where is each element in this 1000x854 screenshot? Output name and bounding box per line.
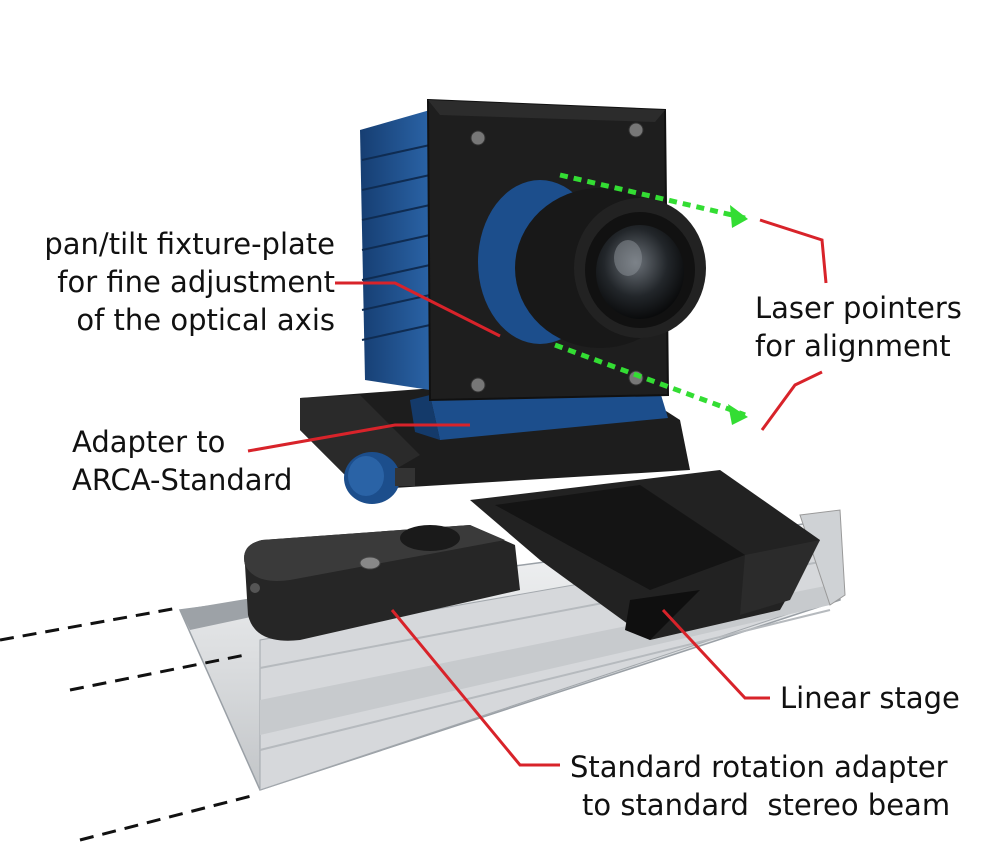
camera-heatsink [360, 110, 431, 390]
laser-beams [554, 172, 746, 418]
linear-stage-label-line: Linear stage [780, 681, 960, 715]
pan-tilt-label: pan/tilt fixture-plate for fine adjustme… [10, 225, 335, 339]
adapter-label: Adapter to ARCA-Standard [72, 423, 292, 499]
leader-lines [247, 218, 828, 767]
adapter-label-line: ARCA-Standard [72, 463, 293, 497]
rotation-adapter-plate [244, 525, 520, 641]
laser-label-line: for alignment [755, 329, 951, 363]
adapter-label-line: Adapter to [72, 425, 226, 459]
beam-continuation-dashes [0, 606, 256, 842]
linear-stage-label: Linear stage [780, 679, 960, 717]
rotation-adapter-label-line: to standard stereo beam [582, 788, 951, 822]
rotation-adapter-label: Standard rotation adapter to standard st… [570, 748, 950, 824]
pan-tilt-label-line: pan/tilt fixture-plate [44, 227, 335, 261]
pan-tilt-label-line: of the optical axis [76, 303, 335, 337]
laser-arrow-bottom [728, 404, 748, 425]
pan-tilt-label-line: for fine adjustment [57, 265, 335, 299]
rotation-adapter-label-line: Standard rotation adapter [570, 750, 948, 784]
laser-label-line: Laser pointers [755, 291, 962, 325]
camera-lens [478, 180, 706, 348]
adjustment-knob [344, 452, 415, 504]
laser-label: Laser pointers for alignment [755, 289, 962, 365]
laser-arrow-top [730, 205, 748, 228]
